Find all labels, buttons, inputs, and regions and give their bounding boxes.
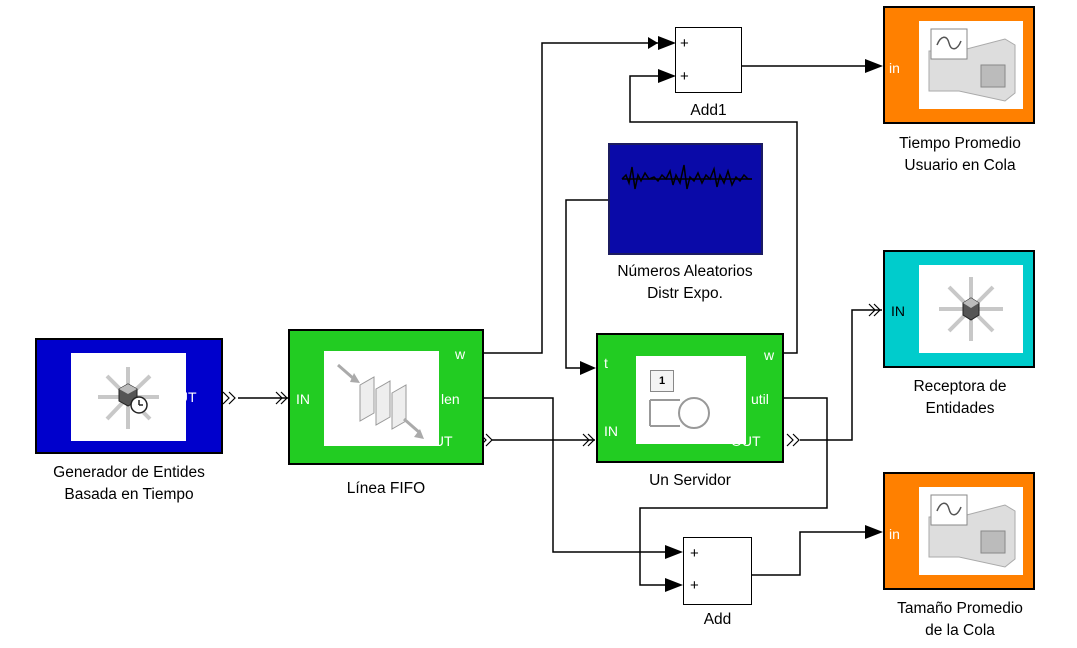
conn-server-to-sink[interactable] <box>800 309 882 441</box>
arrowhead <box>665 545 683 559</box>
caption-line: Un Servidor <box>649 472 731 489</box>
random-numbers-block[interactable] <box>608 143 763 255</box>
conn-random-to-server[interactable] <box>565 199 608 369</box>
server-caption: Un Servidor <box>596 470 784 492</box>
port-in-label: in <box>889 526 900 542</box>
conn-server-w-to-add1[interactable] <box>629 75 798 354</box>
generator-caption: Generador de Entides Basada en Tiempo <box>0 462 258 506</box>
plus-sign: + <box>680 35 689 52</box>
signal-scope-icon <box>928 28 1016 102</box>
entity-sink-block[interactable]: IN <box>883 250 1035 368</box>
arrowhead <box>865 525 883 539</box>
caption-line: de la Cola <box>925 622 995 639</box>
caption-line: Generador de Entides <box>53 464 205 481</box>
port-len-label: len <box>441 391 460 407</box>
scope-top-caption: Tiempo Promedio Usuario en Cola <box>865 133 1055 177</box>
caption-line: Tamaño Promedio <box>897 600 1023 617</box>
caption-line: Entidades <box>925 400 995 417</box>
port-in-label: in <box>889 60 900 76</box>
server-icon <box>649 397 710 429</box>
port-in-label: IN <box>296 391 310 407</box>
port-w-label: w <box>455 346 466 362</box>
fifo-caption: Línea FIFO <box>288 478 484 500</box>
sink-caption: Receptora de Entidades <box>865 376 1055 420</box>
plus-sign: + <box>690 577 699 594</box>
caption-line: Add <box>703 611 732 628</box>
plus-sign: + <box>680 68 689 85</box>
conn-server-util-to-add[interactable] <box>639 397 828 586</box>
block-icon-area <box>919 21 1023 109</box>
caption-line: Usuario en Cola <box>904 157 1016 174</box>
caption-line: Add1 <box>690 102 727 119</box>
port-util-label: util <box>751 391 769 407</box>
arrowhead <box>658 69 676 83</box>
conn-fifo-w-to-add1[interactable] <box>484 42 658 354</box>
arrowhead <box>865 59 883 73</box>
block-icon-area <box>324 351 439 446</box>
arrowhead <box>648 37 658 49</box>
arrowhead <box>665 578 683 592</box>
plus-sign: + <box>690 545 699 562</box>
arrowhead <box>580 361 596 375</box>
block-icon-area <box>919 487 1023 575</box>
fifo-queue-icon <box>337 363 424 439</box>
random-caption: Números Aleatorios Distr Expo. <box>565 261 805 305</box>
port-out-label: OUT <box>167 389 197 405</box>
conn-fifo-len-to-add[interactable] <box>484 397 665 553</box>
add1-caption: Add1 <box>660 100 757 122</box>
scope-bottom-block[interactable]: in <box>883 472 1035 590</box>
port-in-label: IN <box>604 423 618 439</box>
entity-generator-icon <box>98 367 159 429</box>
port-in-label: IN <box>891 303 905 319</box>
caption-line: Números Aleatorios <box>617 263 753 280</box>
server-capacity-badge: 1 <box>650 370 674 392</box>
caption-line: Distr Expo. <box>647 285 723 302</box>
caption-line: Receptora de <box>913 378 1007 395</box>
signal-scope-icon <box>928 494 1016 568</box>
port-out-label: OUT <box>731 433 761 449</box>
arrowhead <box>658 36 676 50</box>
port-w-label: w <box>764 347 775 363</box>
conn-add-to-scope[interactable] <box>752 531 865 576</box>
block-icon-area: 1 <box>636 356 746 444</box>
add-caption: Add <box>668 609 767 631</box>
server-block[interactable]: 1 t IN w util OUT <box>596 333 784 463</box>
add1-block[interactable]: + + <box>675 27 742 93</box>
block-icon-area <box>919 265 1023 353</box>
random-signal-icon <box>621 164 752 190</box>
caption-line: Tiempo Promedio <box>899 135 1021 152</box>
caption-line: Línea FIFO <box>346 480 426 497</box>
port-t-label: t <box>604 355 608 371</box>
scope-top-block[interactable]: in <box>883 6 1035 124</box>
port-out-label: OUT <box>423 433 453 449</box>
caption-line: Basada en Tiempo <box>64 486 194 503</box>
entity-generator-block[interactable]: OUT <box>35 338 223 454</box>
scope-bottom-caption: Tamaño Promedio de la Cola <box>865 598 1055 642</box>
fifo-queue-block[interactable]: IN w len OUT <box>288 329 484 465</box>
add-block[interactable]: + + <box>683 537 752 605</box>
entity-sink-icon <box>939 277 1003 341</box>
block-icon-area <box>71 353 186 441</box>
